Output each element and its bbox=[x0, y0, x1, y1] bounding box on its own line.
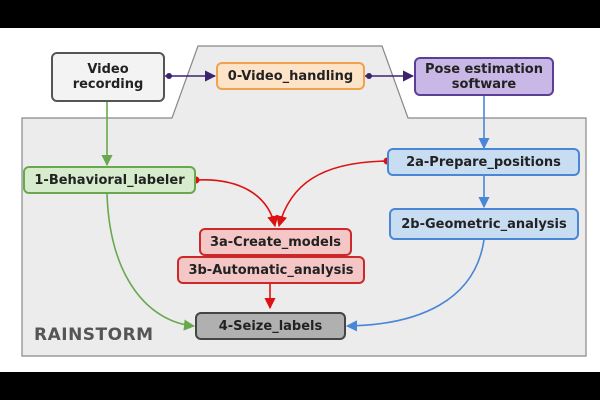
node-automatic-analysis: 3b-Automatic_analysis bbox=[177, 256, 365, 284]
edge-geometric-to-seize bbox=[345, 239, 485, 332]
rainstorm-region bbox=[21, 45, 587, 357]
node-seize-labels: 4-Seize_labels bbox=[195, 312, 346, 340]
node-create-models: 3a-Create_models bbox=[199, 228, 352, 256]
node-prepare-positions: 2a-Prepare_positions bbox=[387, 148, 580, 176]
node-pose-estimation: Pose estimation software bbox=[414, 57, 554, 96]
edge-labeler-to-models bbox=[195, 179, 279, 228]
edge-recording-to-handling-dot bbox=[166, 73, 172, 79]
node-behavioral-labeler: 1-Behavioral_labeler bbox=[23, 166, 196, 194]
edge-handling-to-pose-dot bbox=[366, 73, 372, 79]
node-geometric-analysis: 2b-Geometric_analysis bbox=[389, 208, 579, 240]
edge-prepare-to-models bbox=[276, 160, 388, 228]
node-video-handling: 0-Video_handling bbox=[216, 62, 365, 90]
region-label: RAINSTORM bbox=[34, 325, 154, 345]
node-video-recording: Video recording bbox=[51, 52, 165, 102]
edge-labeler-to-seize bbox=[106, 193, 196, 331]
